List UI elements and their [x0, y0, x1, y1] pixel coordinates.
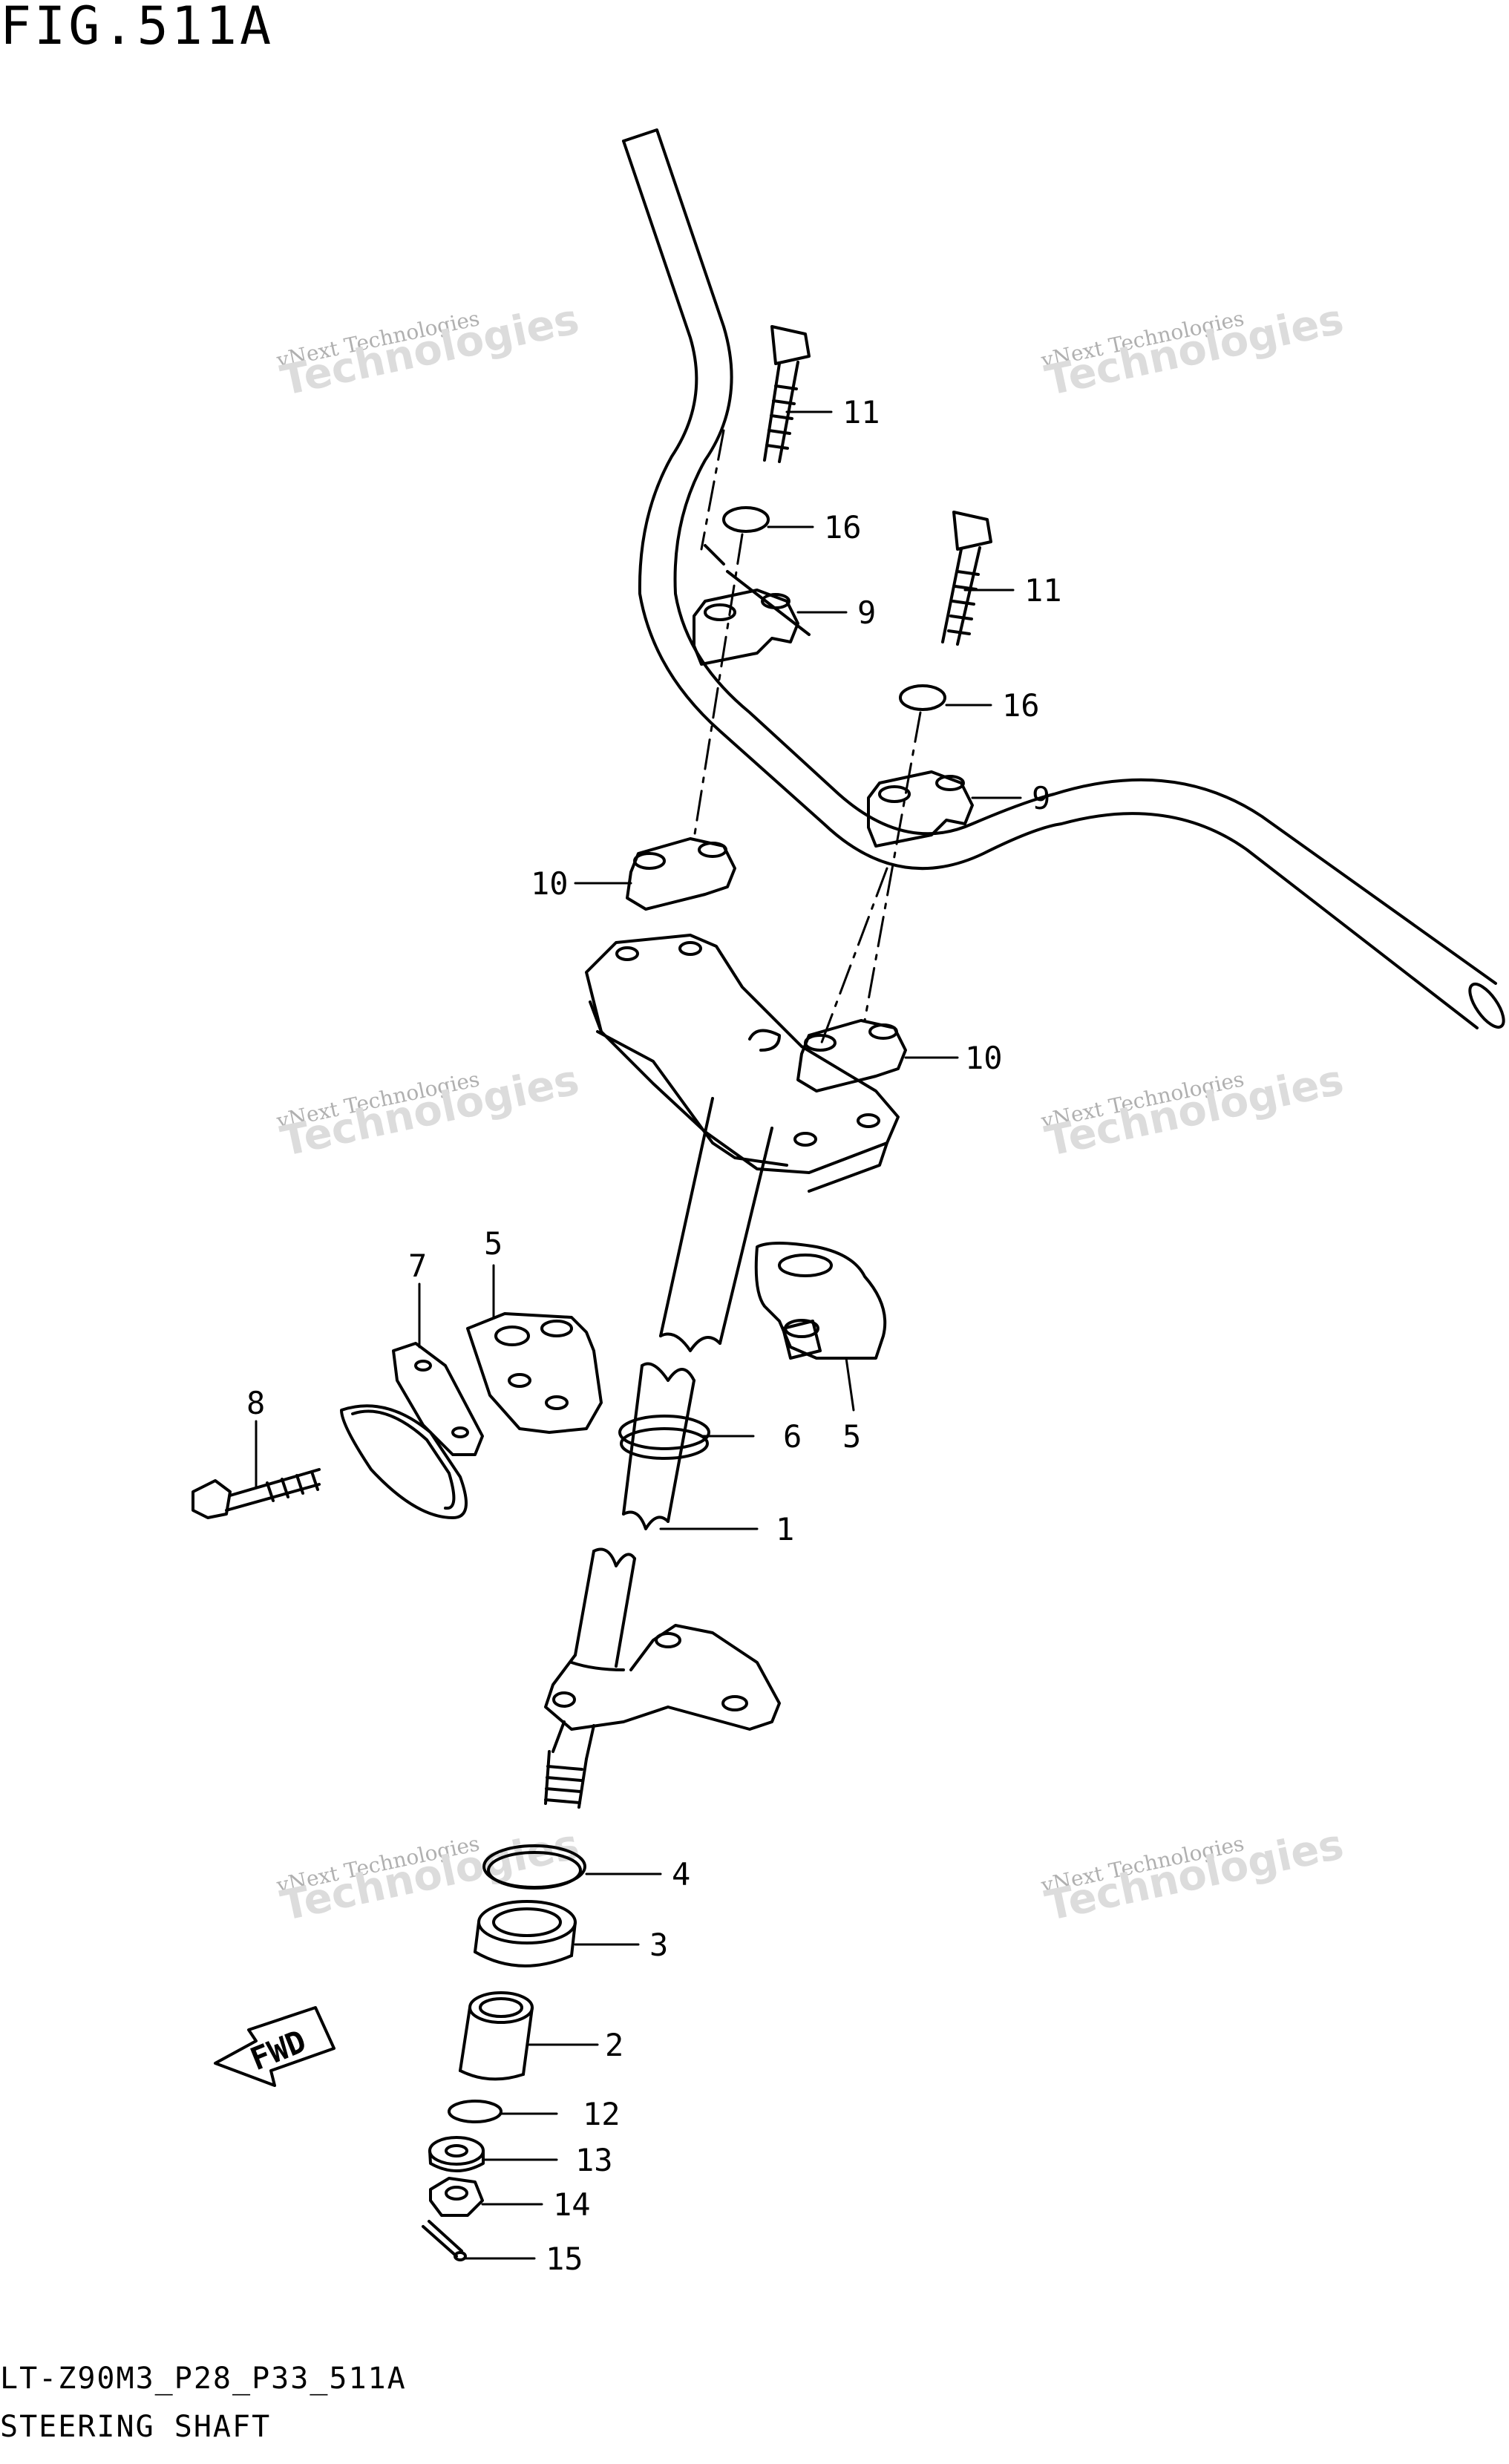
leader-lines — [255, 410, 1022, 2260]
washer-16-right — [899, 684, 946, 711]
callout-12: 12 — [583, 2096, 621, 2132]
assembly-guide-lines — [693, 429, 922, 1048]
bush-2 — [459, 1991, 534, 2081]
forward-arrow-icon — [214, 2006, 335, 2087]
washer-13 — [428, 2136, 485, 2172]
callout-2: 2 — [605, 2027, 623, 2063]
callout-9: 9 — [1032, 780, 1050, 816]
callout-10: 10 — [531, 865, 569, 902]
handlebar-mount-plate — [585, 934, 900, 1193]
fwd-label: FWD — [245, 2022, 311, 2077]
callout-8: 8 — [246, 1385, 265, 1421]
callout-16: 16 — [824, 509, 862, 545]
locking-plate-7 — [340, 1342, 484, 1519]
callout-5: 5 — [484, 1225, 503, 1262]
bolt-11-right — [941, 511, 992, 646]
shaft-holder-5-right — [754, 1242, 887, 1360]
bolt-11-left — [763, 325, 811, 463]
callout-15: 15 — [546, 2241, 583, 2277]
lower-holder-10-left — [626, 837, 736, 911]
callout-3: 3 — [649, 1927, 668, 1963]
bearing-holder-3 — [474, 1900, 577, 1967]
handlebar — [622, 128, 1505, 1029]
diagram-code: LT-Z90M3_P28_P33_511A — [0, 2362, 407, 2396]
nut-14 — [429, 2177, 484, 2217]
bolt-8 — [192, 1468, 321, 1519]
circlip-4 — [482, 1844, 586, 1890]
callout-11: 11 — [1024, 572, 1062, 609]
upper-shaft — [659, 1097, 773, 1352]
washer-16-left — [722, 506, 770, 533]
callout-7: 7 — [408, 1248, 427, 1284]
callout-9: 9 — [857, 594, 876, 631]
oil-seal-6 — [618, 1415, 710, 1460]
upper-holder-9-right — [867, 770, 974, 848]
callout-4: 4 — [672, 1856, 690, 1893]
callout-13: 13 — [575, 2142, 613, 2178]
steering-shaft-1 — [544, 1362, 781, 1809]
cotter-pin-15 — [422, 2220, 467, 2261]
callout-10: 10 — [965, 1040, 1003, 1076]
callout-11: 11 — [842, 394, 880, 430]
callout-16: 16 — [1002, 687, 1040, 724]
lower-holder-10-right — [796, 1019, 907, 1092]
figure-title: FIG.511A — [0, 0, 275, 56]
washer-12 — [448, 2100, 503, 2123]
callout-5: 5 — [842, 1418, 861, 1455]
callout-labels: 11 16 9 11 16 9 10 10 7 5 8 6 5 1 4 3 2 … — [246, 394, 1062, 2277]
callout-14: 14 — [553, 2186, 591, 2223]
shaft-holder-5-left — [466, 1312, 603, 1434]
callout-1: 1 — [776, 1511, 794, 1547]
assembly-name: STEERING SHAFT — [0, 2410, 272, 2444]
upper-holder-9-left — [693, 589, 799, 666]
callout-6: 6 — [783, 1418, 802, 1455]
